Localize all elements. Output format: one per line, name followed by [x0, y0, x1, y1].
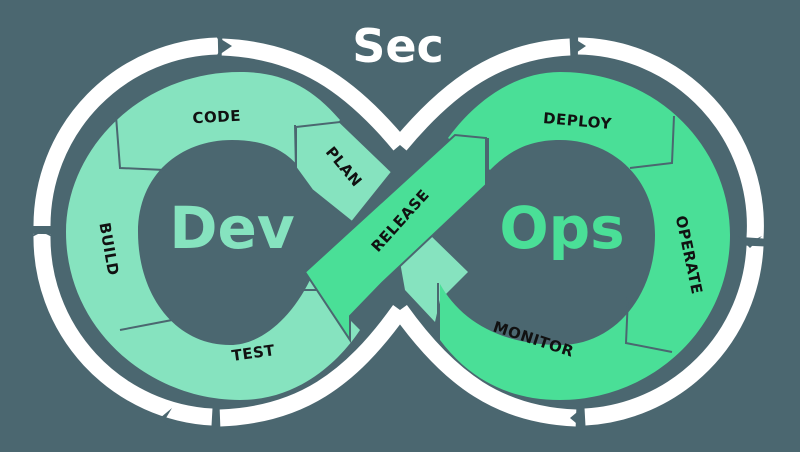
ops-ring: [440, 72, 730, 400]
dev-ring: [66, 72, 360, 400]
release-band: [303, 133, 487, 344]
ops-separators: [437, 115, 675, 353]
stage-deploy: DEPLOY: [542, 109, 613, 133]
ops-loop: [437, 72, 730, 400]
plan-block: [295, 120, 394, 224]
dev-tail-block: [400, 235, 468, 322]
ops-label: Ops: [499, 194, 624, 262]
ring-chevrons: [30, 36, 762, 428]
outer-ring: [33, 37, 764, 427]
stage-code: CODE: [192, 107, 241, 128]
dev-label: Dev: [169, 194, 294, 262]
stage-test: TEST: [231, 341, 277, 365]
sec-title: Sec: [352, 19, 444, 73]
dev-loop: [66, 72, 468, 400]
